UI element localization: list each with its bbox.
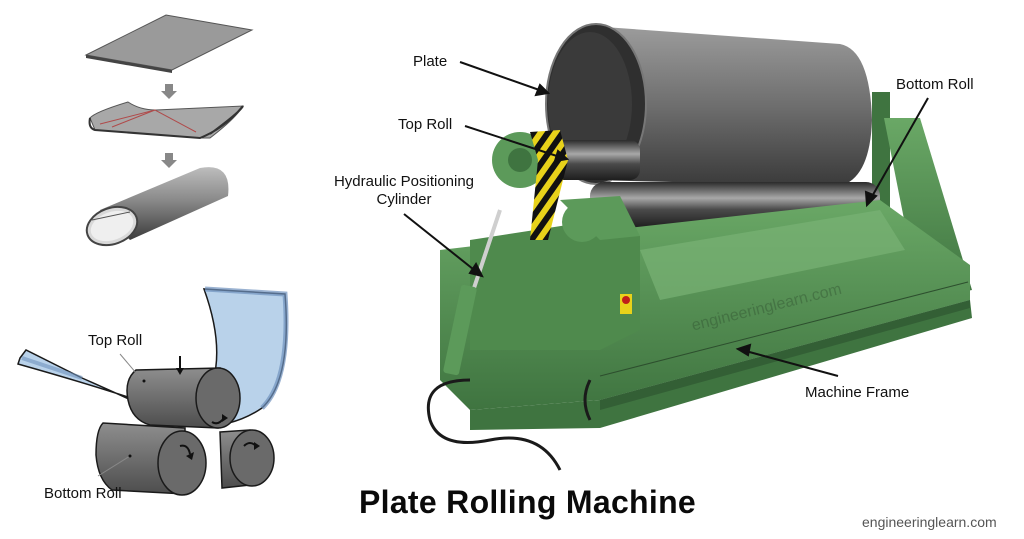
hydraulic-cylinder-shape: [443, 209, 502, 376]
machine-label-hydraulic-cylinder: Hydraulic Positioning Cylinder: [316, 173, 492, 209]
emergency-stop-button: [622, 296, 630, 304]
machine-label-frame: Machine Frame: [805, 384, 910, 401]
top-roll-shape: [126, 367, 241, 429]
roll-bending-diagram: [17, 286, 289, 496]
hydraulic-hose: [427, 378, 562, 471]
page-title: Plate Rolling Machine: [359, 484, 697, 520]
plate-leader-arrow: [459, 61, 546, 93]
force-arrow-icon: [176, 356, 184, 375]
diagram-label-top-roll: Top Roll: [88, 332, 143, 349]
diagram-label-bottom-roll: Bottom Roll: [44, 485, 122, 502]
site-watermark: engineeringlearn.com: [862, 514, 997, 530]
rolled-cylinder-icon: [85, 167, 229, 247]
hydraulic-leader-arrow: [403, 213, 479, 274]
forming-steps-illustration: [84, 14, 254, 247]
bottom-roll-front-shape: [95, 422, 207, 496]
top-roll-leader-line: [119, 353, 143, 381]
arrow-down-icon: [161, 153, 177, 168]
bottom-roll-leader-arrow: [869, 97, 929, 201]
machine-label-top-roll: Top Roll: [398, 116, 453, 133]
bottom-roll-leader-line: [97, 455, 131, 477]
bottom-roll-back-shape: [219, 429, 275, 489]
arrow-down-icon: [161, 84, 177, 99]
machine-label-plate: Plate: [413, 53, 448, 70]
plate-rolling-machine-illustration: [403, 23, 972, 471]
machine-label-bottom-roll: Bottom Roll: [896, 76, 974, 93]
bent-plate-icon: [88, 101, 244, 140]
flat-plate-icon: [84, 14, 254, 73]
machine-frame-leader-arrow: [741, 349, 839, 377]
hydraulic-label-line1: Hydraulic Positioning: [333, 173, 475, 190]
top-roll-leader-arrow: [464, 125, 564, 159]
hydraulic-label-line2: Cylinder: [376, 191, 432, 208]
